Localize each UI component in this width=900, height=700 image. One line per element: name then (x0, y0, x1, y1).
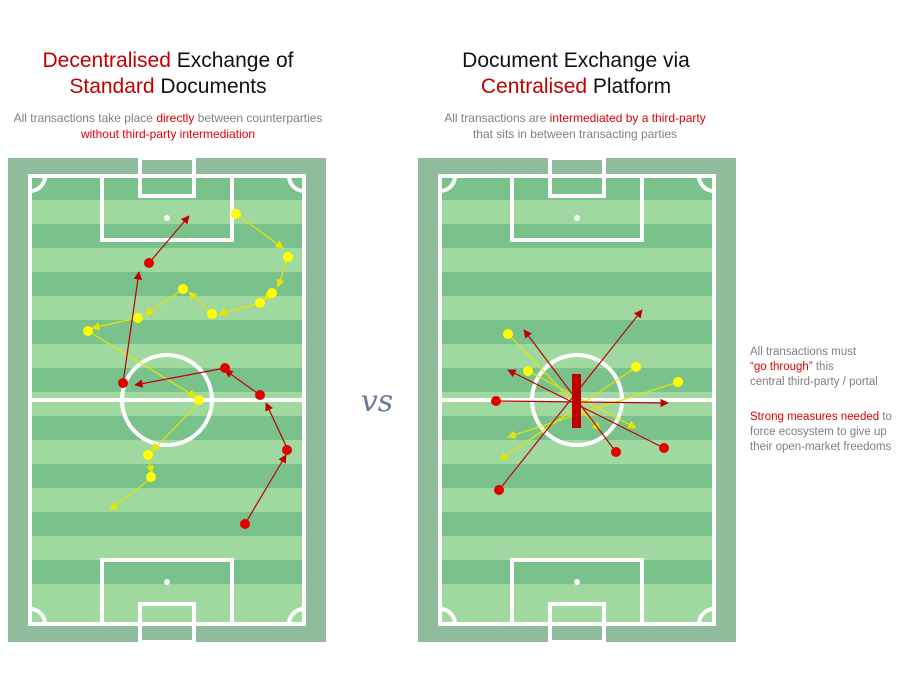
right-sub-part1: All transactions are (444, 111, 550, 125)
right-subtitle: All transactions are intermediated by a … (410, 110, 740, 142)
vs-label: vs (360, 384, 394, 419)
note1-rest: this (812, 361, 834, 373)
note1-line-a: All transactions must (750, 346, 857, 358)
right-red-nodes (491, 396, 669, 495)
right-sub-part2: that sits in between transacting parties (472, 127, 678, 141)
right-title-line-1: Document Exchange via (462, 49, 690, 72)
note2-rest: to force ecosystem to give up their open… (750, 411, 892, 453)
note1-red: “go through” (750, 361, 813, 373)
right-yellow-arrows (499, 333, 679, 461)
left-title-red-2: Standard (69, 75, 155, 98)
left-red-nodes (118, 258, 292, 529)
right-title-red: Centralised (480, 75, 588, 98)
left-sub-part2: between counterparties (194, 111, 323, 125)
left-title-rest-2: Documents (154, 75, 267, 98)
left-yellow-nodes (83, 209, 293, 482)
left-title-red-1: Decentralised (42, 49, 171, 72)
left-sub-part1: All transactions take place (13, 111, 157, 125)
left-title-rest-1: Exchange of (170, 49, 294, 72)
right-title-rest: Platform (587, 75, 672, 98)
left-subtitle: All transactions take place directly bet… (3, 110, 333, 142)
right-red-arrows (495, 309, 669, 491)
right-title: Document Exchange via Centralised Platfo… (416, 48, 736, 100)
central-platform-bar (572, 374, 581, 428)
note1-line-c: central third-party / portal (750, 376, 878, 388)
left-pitch (8, 158, 326, 642)
note-strong-measures: Strong measures needed to force ecosyste… (750, 410, 900, 455)
left-yellow-arrows (87, 213, 289, 511)
right-yellow-nodes (503, 329, 683, 387)
note2-red: Strong measures needed (750, 411, 880, 423)
left-sub-red1: directly (156, 111, 195, 125)
left-title: Decentralised Exchange of Standard Docum… (8, 48, 328, 100)
left-red-arrows (122, 215, 288, 525)
note-go-through: All transactions must “go through” this … (750, 345, 900, 390)
right-sub-red1: intermediated by a third-party (549, 111, 706, 125)
left-sub-red2: without third-party intermediation (80, 127, 256, 141)
